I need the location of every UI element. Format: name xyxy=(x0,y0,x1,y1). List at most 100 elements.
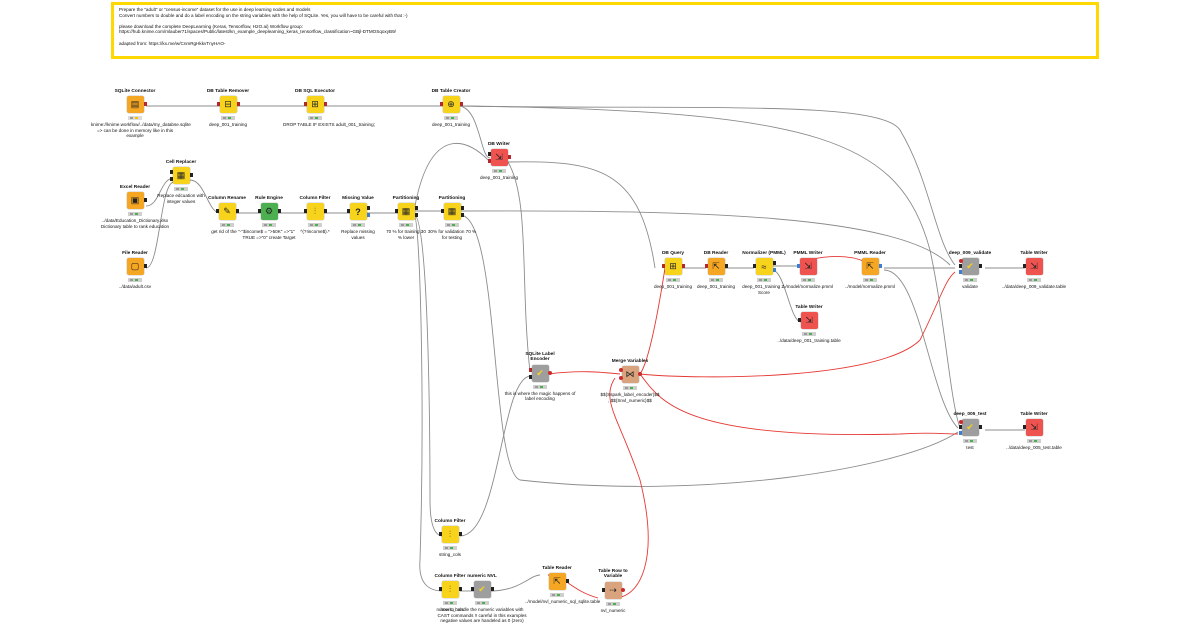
status-traffic-light xyxy=(475,601,489,606)
normalize-icon: ≈ xyxy=(752,258,776,276)
node-title: DB Reader xyxy=(703,251,729,256)
table-read-icon: ⇱ xyxy=(548,573,569,591)
node-column-filter-1[interactable]: Column Filter ⫶ ^(?!income$).* xyxy=(283,196,347,235)
node-sqlite-connector[interactable]: SQLite Connector ▤ knime://knime.workflo… xyxy=(91,89,191,139)
node-db-writer[interactable]: DB Writer ⇲ deep_001_training xyxy=(467,142,531,181)
node-caption: deep_001_training xyxy=(431,122,471,128)
question-icon: ? xyxy=(346,203,370,221)
node-db-table-remover[interactable]: DB Table Remover ⊟ deep_001_training xyxy=(196,89,260,128)
status-traffic-light xyxy=(606,601,620,606)
status-traffic-light xyxy=(443,601,457,606)
sql-execute-icon: ⊞ xyxy=(303,96,327,114)
node-caption: Replace edcuation with integer values xyxy=(157,193,205,204)
node-cell-replacer[interactable]: Cell Replacer ▦ Replace edcuation with i… xyxy=(149,160,213,204)
variable-wire xyxy=(639,373,959,436)
node-table-reader[interactable]: Table Reader ⇱ ../model/nvl_numeric_sql_… xyxy=(525,566,600,605)
node-caption: Replace missing values xyxy=(341,229,375,240)
row-to-var-icon: ⇢ xyxy=(601,581,625,599)
node-partitioning-1[interactable]: Partitioning ▦ 70 % for training 30 % lo… xyxy=(374,196,438,240)
node-caption: deep_001_training xyxy=(696,284,736,290)
node-normalizer-pmml[interactable]: Normalizer (PMML) ≈ deep_001_training Z-… xyxy=(732,251,796,295)
node-merge-variables[interactable]: Merge Variables ⋈ $${Sspark_label_encode… xyxy=(598,359,662,403)
node-caption: ../data/deep_009_validate.table xyxy=(1002,284,1067,290)
node-table-row-to-variable[interactable]: Table Row to Variable ⇢ nvl_numeric xyxy=(581,569,645,613)
connection-wire xyxy=(507,161,531,373)
connection-wire xyxy=(489,574,541,592)
status-traffic-light xyxy=(351,223,365,228)
cell-replace-icon: ▦ xyxy=(169,167,193,185)
connection-wire xyxy=(457,105,956,266)
status-traffic-light xyxy=(802,332,816,337)
status-traffic-light xyxy=(128,278,142,283)
node-db-query[interactable]: DB Query ⊞ deep_001_training xyxy=(641,251,705,290)
node-table-writer-training[interactable]: Table Writer ⇲ ../data/deep_001_training… xyxy=(777,305,841,344)
node-caption: deep_001_training xyxy=(208,122,248,128)
node-title: Table Writer xyxy=(1020,412,1048,417)
annotation-link[interactable]: https://hub.knime.com/mlauber71/spaces/P… xyxy=(119,29,396,35)
node-title: Cell Replacer xyxy=(165,160,197,165)
node-table-writer-test[interactable]: Table Writer ⇲ ../data/deep_005_test.tab… xyxy=(1002,412,1066,451)
node-column-rename[interactable]: Column Rename ✎ get rid of the "-" xyxy=(195,196,259,235)
status-traffic-light xyxy=(801,278,815,283)
node-caption: ../data/Education_Dictionary.xlsx Dictio… xyxy=(100,218,170,229)
component-icon: ✔ xyxy=(958,258,982,276)
node-title: Column Rename xyxy=(208,196,246,201)
node-excel-reader[interactable]: Excel Reader ▣ ../data/Education_Diction… xyxy=(101,185,169,229)
component-icon: ✔ xyxy=(470,581,494,599)
node-table-writer-validate[interactable]: Table Writer ⇲ ../data/deep_009_validate… xyxy=(1002,251,1066,290)
node-title: Column Filter xyxy=(434,519,466,524)
node-caption: test xyxy=(966,445,974,451)
node-caption: ^(?!income$).* xyxy=(300,229,330,235)
filter-icon: ⫶ xyxy=(438,581,462,599)
annotation-link[interactable]: adapted from: https://kx.me/w/CnmRgHkkvT… xyxy=(119,40,226,46)
node-missing-value[interactable]: Missing Value ? Replace missing values xyxy=(326,196,390,240)
node-rule-engine[interactable]: Rule Engine ⚙ $income$ = ">50K" =>"1" TR… xyxy=(237,196,301,240)
connection-wire xyxy=(457,105,961,429)
node-db-table-creator[interactable]: DB Table Creator ⊕ deep_001_training xyxy=(419,89,483,128)
table-create-icon: ⊕ xyxy=(439,96,463,114)
node-title: deep_009_validate xyxy=(948,251,992,256)
connection-wire xyxy=(459,214,959,487)
node-deep-009-validate[interactable]: deep_009_validate ✔ validate xyxy=(938,251,1002,290)
node-title: deep_005_test xyxy=(953,412,987,417)
status-traffic-light xyxy=(444,116,458,121)
node-title: DB SQL Executor xyxy=(295,89,335,94)
status-traffic-light xyxy=(666,278,680,283)
node-title: SQLite Connector xyxy=(114,89,156,94)
node-column-filter-numeric[interactable]: Column Filter ⫶ numeric_cols xyxy=(418,574,482,613)
rule-icon: ⚙ xyxy=(257,203,281,221)
file-icon: ▢ xyxy=(126,258,147,276)
node-numeric-nvl[interactable]: numeric NVL ✔ how to handle the numeric … xyxy=(437,574,526,624)
node-title: Missing Value xyxy=(342,196,374,201)
db-write-icon: ⇲ xyxy=(487,149,511,167)
node-partitioning-2[interactable]: Partitioning ▦ 30% for validation 70 % f… xyxy=(420,196,484,240)
status-traffic-light xyxy=(262,223,276,228)
node-caption: deep_001_training xyxy=(479,175,519,181)
status-traffic-light xyxy=(963,439,977,444)
status-traffic-light xyxy=(492,169,506,174)
node-db-sql-executor[interactable]: DB SQL Executor ⊞ DROP TABLE IF EXISTS a… xyxy=(283,89,375,128)
node-column-filter-string[interactable]: Column Filter ⫶ string_cols xyxy=(418,519,482,558)
node-title: Merge Variables xyxy=(611,359,649,364)
node-caption: ../data/deep_001_training.table xyxy=(777,338,841,344)
node-sqlite-label-encoder[interactable]: SQLite Label Encoder ✔ this is where the… xyxy=(505,352,576,402)
table-write-icon: ⇲ xyxy=(1022,258,1043,276)
node-caption: 30% for validation 70 % for testing xyxy=(427,229,477,240)
db-query-icon: ⊞ xyxy=(661,258,685,276)
node-title: PMML Writer xyxy=(793,251,823,256)
node-file-reader[interactable]: File Reader ▢ ../data/adult.csv xyxy=(103,251,167,290)
status-traffic-light xyxy=(709,278,723,283)
node-title: DB Writer xyxy=(487,142,511,147)
node-title: numeric NVL xyxy=(467,574,497,579)
node-title: Column Filter xyxy=(299,196,331,201)
node-caption: numeric_cols xyxy=(436,607,464,613)
annotation-line: Prepare the "adult" or "census-income" d… xyxy=(119,7,311,12)
node-deep-005-test[interactable]: deep_005_test ✔ test xyxy=(938,412,1002,451)
node-caption: how to handle the numeric variables with… xyxy=(437,607,527,624)
node-db-reader[interactable]: DB Reader ⇱ deep_001_training xyxy=(684,251,748,290)
connection-wire xyxy=(883,269,959,429)
node-pmml-writer[interactable]: PMML Writer ⇲ ../model/normalize.pmml xyxy=(776,251,840,290)
status-traffic-light xyxy=(863,278,877,283)
node-pmml-reader[interactable]: PMML Reader ⇱ ../model/normalize.pmml xyxy=(838,251,902,290)
